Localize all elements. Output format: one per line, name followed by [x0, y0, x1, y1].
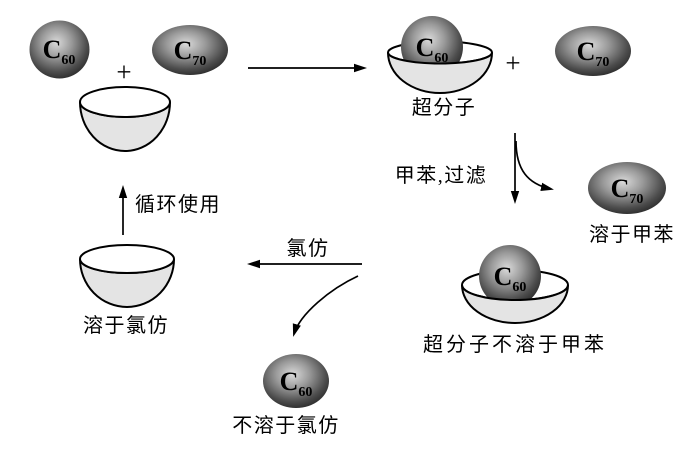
c60-sphere: [263, 354, 329, 408]
host-bowl-reactant: [79, 86, 171, 152]
supramolecule-top: C60 超分子: [387, 16, 493, 119]
plus-sign-products: +: [505, 48, 520, 78]
supramolecule-insoluble-label: 超分子不溶于甲苯: [423, 333, 607, 356]
c70-formula: C70: [174, 36, 207, 69]
supramolecule-label: 超分子: [412, 96, 477, 119]
bowl-body: [461, 284, 569, 324]
supramolecule-bottom: C60 超分子不溶于甲苯: [423, 245, 607, 356]
chloroform-label: 氯仿: [287, 237, 330, 260]
c60-reactant: C60: [29, 20, 90, 79]
c60-formula: C60: [43, 35, 76, 68]
c70-formula: C70: [577, 37, 610, 70]
curved-arrow-to-c70: [515, 140, 554, 191]
c60-formula: C60: [416, 33, 449, 66]
recycle-label: 循环使用: [135, 193, 221, 216]
plus-sign-reactants: +: [116, 57, 131, 87]
toluene-filter-label: 甲苯,过滤: [395, 164, 488, 187]
bowl-body: [387, 52, 493, 94]
c70-sphere: [588, 162, 666, 214]
c60-sphere: [29, 20, 90, 79]
c60-formula: C60: [494, 262, 527, 295]
c70-product-top: C70: [555, 26, 631, 76]
c70-sphere: [152, 25, 228, 75]
insoluble-in-chloroform-label: 不溶于氯仿: [232, 414, 340, 437]
soluble-in-chloroform-label: 溶于氯仿: [83, 314, 169, 337]
bowl-rim: [79, 86, 171, 118]
c70-sphere: [555, 26, 631, 76]
c70-reactant: C70: [152, 25, 228, 75]
c60-precipitate: C60 不溶于氯仿: [232, 354, 340, 437]
c60-formula: C60: [280, 367, 313, 400]
soluble-in-toluene-label: 溶于甲苯: [589, 223, 675, 246]
c60-sphere: [479, 245, 541, 307]
bowl-rim: [79, 244, 175, 274]
curved-arrow-to-c60: [292, 275, 359, 337]
host-bowl-recovered: 溶于氯仿: [79, 244, 175, 337]
c70-formula: C70: [611, 174, 644, 207]
c70-in-toluene: C70 溶于甲苯: [588, 162, 675, 246]
